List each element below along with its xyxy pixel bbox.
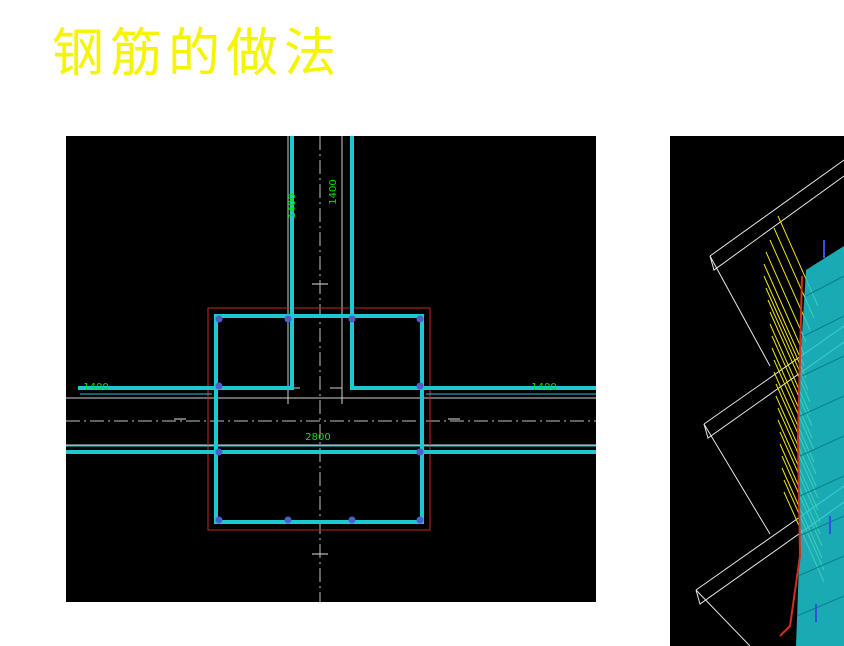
- red-outline-edge: [779, 275, 803, 637]
- rebar-nodes: [215, 315, 424, 524]
- rebar-node: [215, 315, 223, 323]
- mesh-line: [801, 355, 844, 377]
- column-outline: [207, 307, 431, 531]
- rebar-3d-model-view: [670, 136, 844, 646]
- dim-label-branch-left: 1400: [83, 382, 108, 393]
- rebar-plan-svg: 1400 1400 1400 1400 2800: [66, 136, 596, 602]
- axis-lines: [66, 136, 596, 602]
- rebar-3d-svg: [695, 159, 844, 646]
- column-stirrup: [214, 314, 424, 524]
- reference-lines: [66, 136, 596, 446]
- cyan-mesh-lines: [796, 275, 844, 617]
- wireframe-edge: [709, 159, 844, 257]
- rebar-node: [215, 448, 223, 456]
- mesh-line: [799, 435, 844, 457]
- rebar-lines: [66, 136, 596, 524]
- rebar-companion-lines: [66, 393, 596, 447]
- mesh-line: [796, 595, 844, 617]
- axis-crosses: [174, 283, 460, 555]
- rebar-node: [284, 516, 292, 524]
- mesh-line: [803, 315, 844, 337]
- rebar-node: [215, 382, 223, 390]
- rebar-node: [348, 315, 356, 323]
- rebar-node: [416, 448, 424, 456]
- rebar-node: [215, 516, 223, 524]
- left-wall-rebar: [78, 136, 294, 390]
- rebar-plan-drawing: 1400 1400 1400 1400 2800: [66, 136, 596, 602]
- mesh-line: [797, 555, 844, 577]
- dim-label-wall-left: 1400: [287, 193, 298, 218]
- rebar-node: [284, 315, 292, 323]
- mesh-line: [799, 475, 844, 497]
- slide-title: 钢筋的做法: [52, 24, 343, 84]
- cyan-rebar-mesh: [796, 246, 844, 646]
- wireframe-edge: [703, 423, 771, 535]
- mesh-line: [798, 515, 844, 537]
- wireframe-edge: [709, 255, 771, 367]
- wireframe-edge: [709, 175, 844, 271]
- rebar-node: [416, 382, 424, 390]
- mesh-line: [799, 395, 844, 417]
- wireframe-edge: [695, 501, 844, 605]
- hatch-line: [765, 251, 807, 343]
- blue-vertical-bars: [815, 240, 831, 622]
- rebar-node: [416, 315, 424, 323]
- rebar-node: [348, 516, 356, 524]
- hatch-line: [763, 275, 805, 367]
- mesh-line: [805, 275, 844, 297]
- hatch-line: [763, 263, 805, 355]
- rebar-node: [416, 516, 424, 524]
- dim-label-branch-right: 1400: [531, 382, 556, 393]
- right-wall-rebar: [350, 136, 596, 390]
- wireframe-edge: [695, 589, 751, 646]
- dim-label-column-width: 2800: [305, 432, 330, 443]
- dim-label-wall-right: 1400: [328, 179, 339, 204]
